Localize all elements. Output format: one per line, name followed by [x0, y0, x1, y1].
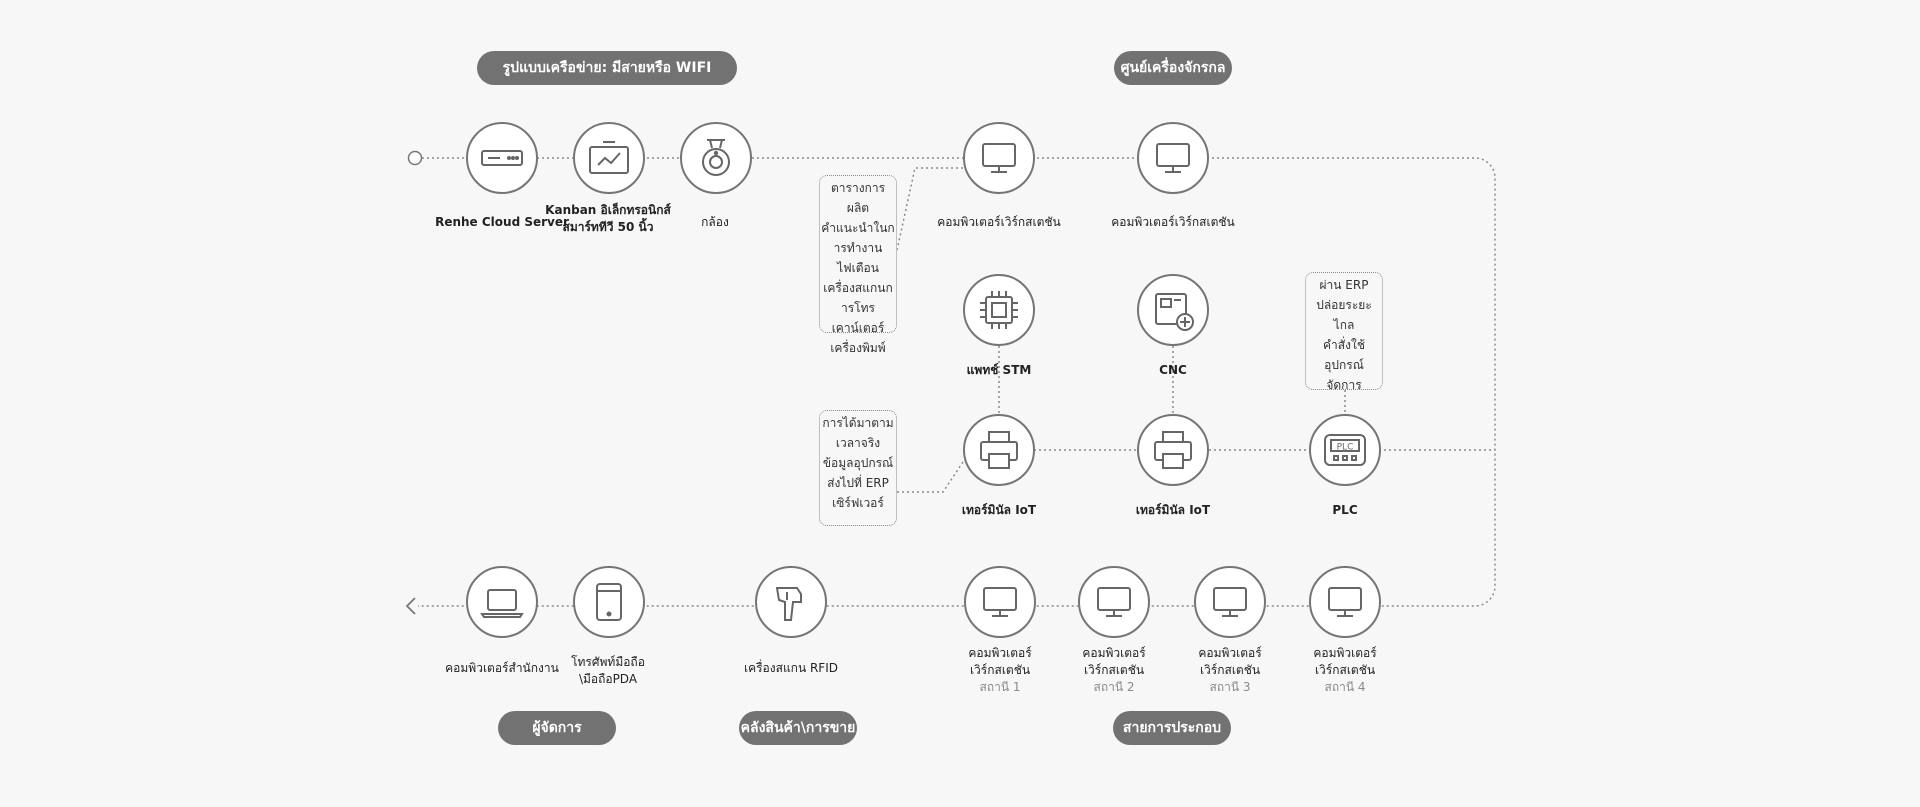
laptop-icon [480, 589, 524, 618]
note-line: เคาน์เตอร์ [831, 321, 885, 335]
station-3-node [1194, 566, 1266, 638]
monitor-icon [982, 143, 1016, 173]
note-line: อุปกรณ์ [1324, 358, 1364, 372]
kanban-tv-node [573, 122, 645, 194]
printer-icon [980, 431, 1018, 469]
cloud-server-node [466, 122, 538, 194]
mobile-pda-label-line2: \มือถือPDA [578, 672, 638, 686]
office-computer-node [466, 566, 538, 638]
camera-label: กล้อง [701, 215, 729, 229]
iot-terminal-a-label: เทอร์มินัล IoT [961, 503, 1037, 517]
note-line: ตารางการผลิต [830, 181, 886, 215]
note-line: ารทำงาน [833, 241, 883, 255]
note-line: ไฟเตือน [837, 261, 879, 275]
production-schedule-note: ตารางการผลิต คำแนะนำในก ารทำงาน ไฟเตือน … [819, 175, 897, 355]
note-line: เครื่องสแกนก [823, 281, 893, 295]
top-row-connector [418, 157, 1496, 607]
stm-patch-node [963, 274, 1035, 346]
arrow-left-icon [405, 597, 416, 615]
scanner-icon [775, 587, 802, 621]
station-1-number: สถานี 1 [979, 680, 1021, 694]
monitor-icon [1213, 587, 1247, 617]
manager-pill: ผู้จัดการ [498, 711, 616, 745]
iot-terminal-b-label: เทอร์มินัล IoT [1135, 503, 1211, 517]
start-dot-icon [407, 150, 423, 166]
office-computer-label: คอมพิวเตอร์สำนักงาน [445, 661, 559, 675]
rfid-scanner-node [755, 566, 827, 638]
cnc-node [1137, 274, 1209, 346]
station-1-node [964, 566, 1036, 638]
rfid-scanner-label: เครื่องสแกน RFID [743, 661, 838, 675]
note-line: คำสั่งใช้ [1323, 338, 1365, 352]
monitor-icon [1156, 143, 1190, 173]
note-line: คำแนะนำในก [821, 221, 895, 235]
server-icon [481, 150, 523, 166]
station-2-node [1078, 566, 1150, 638]
realtime-note-connector [897, 461, 964, 493]
mobile-pda-node [573, 566, 645, 638]
warehouse-pill: คลังสินค้า\การขาย [739, 711, 857, 745]
assembly-line-pill: สายการประกอบ [1113, 711, 1231, 745]
station-2-number: สถานี 2 [1093, 680, 1135, 694]
station-4-number: สถานี 4 [1324, 680, 1366, 694]
station-2-label-line1: คอมพิวเตอร์ [1082, 646, 1146, 660]
station-3-label: คอมพิวเตอร์ เวิร์กสเตชัน สถานี 3 [1145, 645, 1315, 696]
station-2-label-line2: เวิร์กสเตชัน [1083, 663, 1145, 677]
plc-node: PLC [1309, 414, 1381, 486]
station-1-label-line1: คอมพิวเตอร์ [968, 646, 1032, 660]
station-3-label-line1: คอมพิวเตอร์ [1198, 646, 1262, 660]
note-line: จัดการ [1326, 378, 1362, 392]
station-1-label-line2: เวิร์กสเตชัน [969, 663, 1031, 677]
station-3-label-line2: เวิร์กสเตชัน [1199, 663, 1261, 677]
station-3-number: สถานี 3 [1209, 680, 1251, 694]
note-line: การได้มาตาม [822, 416, 894, 430]
camera-icon [702, 139, 730, 176]
mobile-pda-label-line1: โทรศัพท์มือถือ [571, 655, 645, 669]
note-line: ผ่าน ERP [1319, 278, 1369, 292]
note-line: เครื่องพิมพ์ [830, 341, 886, 355]
note-line: ปล่อยระยะไกล [1316, 298, 1372, 332]
iot-terminal-b-node [1137, 414, 1209, 486]
machine-center-pill: ศูนย์เครื่องจักรกล [1114, 51, 1232, 85]
note-line: เซิร์ฟเวอร์ [832, 496, 884, 510]
station-4-label-line2: เวิร์กสเตชัน [1314, 663, 1376, 677]
cloud-server-label: Renhe Cloud Server [435, 215, 569, 229]
monitor-icon [1097, 587, 1131, 617]
plc-label: PLC [1332, 503, 1358, 517]
tablet-icon [596, 583, 622, 621]
iot-terminal-a-node [963, 414, 1035, 486]
workstation-b-label: คอมพิวเตอร์เวิร์กสเตชัน [1111, 215, 1235, 229]
station-4-node [1309, 566, 1381, 638]
plc-icon: PLC [1324, 434, 1366, 466]
stm-patch-label: แพทช์ STM [966, 363, 1032, 377]
chip-icon [980, 291, 1018, 329]
camera-node [680, 122, 752, 194]
workstation-a-node [963, 122, 1035, 194]
mobile-pda-label: โทรศัพท์มือถือ \มือถือPDA [523, 654, 693, 688]
schedule-note-connector [896, 167, 963, 251]
note-line: ส่งไปที่ ERP [827, 476, 889, 490]
monitor-icon [1328, 587, 1362, 617]
realtime-acquisition-note: การได้มาตาม เวลาจริง ข้อมูลอุปกรณ์ ส่งไป… [819, 410, 897, 526]
printer-icon [1154, 431, 1192, 469]
svg-text:PLC: PLC [1337, 443, 1354, 453]
cnc-icon [1155, 293, 1194, 331]
station-4-label-line1: คอมพิวเตอร์ [1313, 646, 1377, 660]
note-line: ารโทร [841, 301, 875, 315]
monitor-icon [983, 587, 1017, 617]
note-line: ข้อมูลอุปกรณ์ [822, 456, 894, 470]
cnc-label: CNC [1159, 363, 1187, 377]
note-line: เวลาจริง [835, 436, 881, 450]
erp-remote-note: ผ่าน ERP ปล่อยระยะไกล คำสั่งใช้ อุปกรณ์ … [1305, 272, 1383, 392]
station-4-label: คอมพิวเตอร์ เวิร์กสเตชัน สถานี 4 [1260, 645, 1430, 696]
station-1-label: คอมพิวเตอร์ เวิร์กสเตชัน สถานี 1 [915, 645, 1085, 696]
station-2-label: คอมพิวเตอร์ เวิร์กสเตชัน สถานี 2 [1029, 645, 1199, 696]
workstation-b-node [1137, 122, 1209, 194]
tv-icon [589, 141, 629, 174]
workstation-a-label: คอมพิวเตอร์เวิร์กสเตชัน [937, 215, 1061, 229]
kanban-tv-label: Kanban อิเล็กทรอนิกส์ สมาร์ททีวี 50 นิ้ว [545, 203, 671, 234]
network-type-pill: รูปแบบเครือข่าย: มีสายหรือ WIFI [477, 51, 737, 85]
